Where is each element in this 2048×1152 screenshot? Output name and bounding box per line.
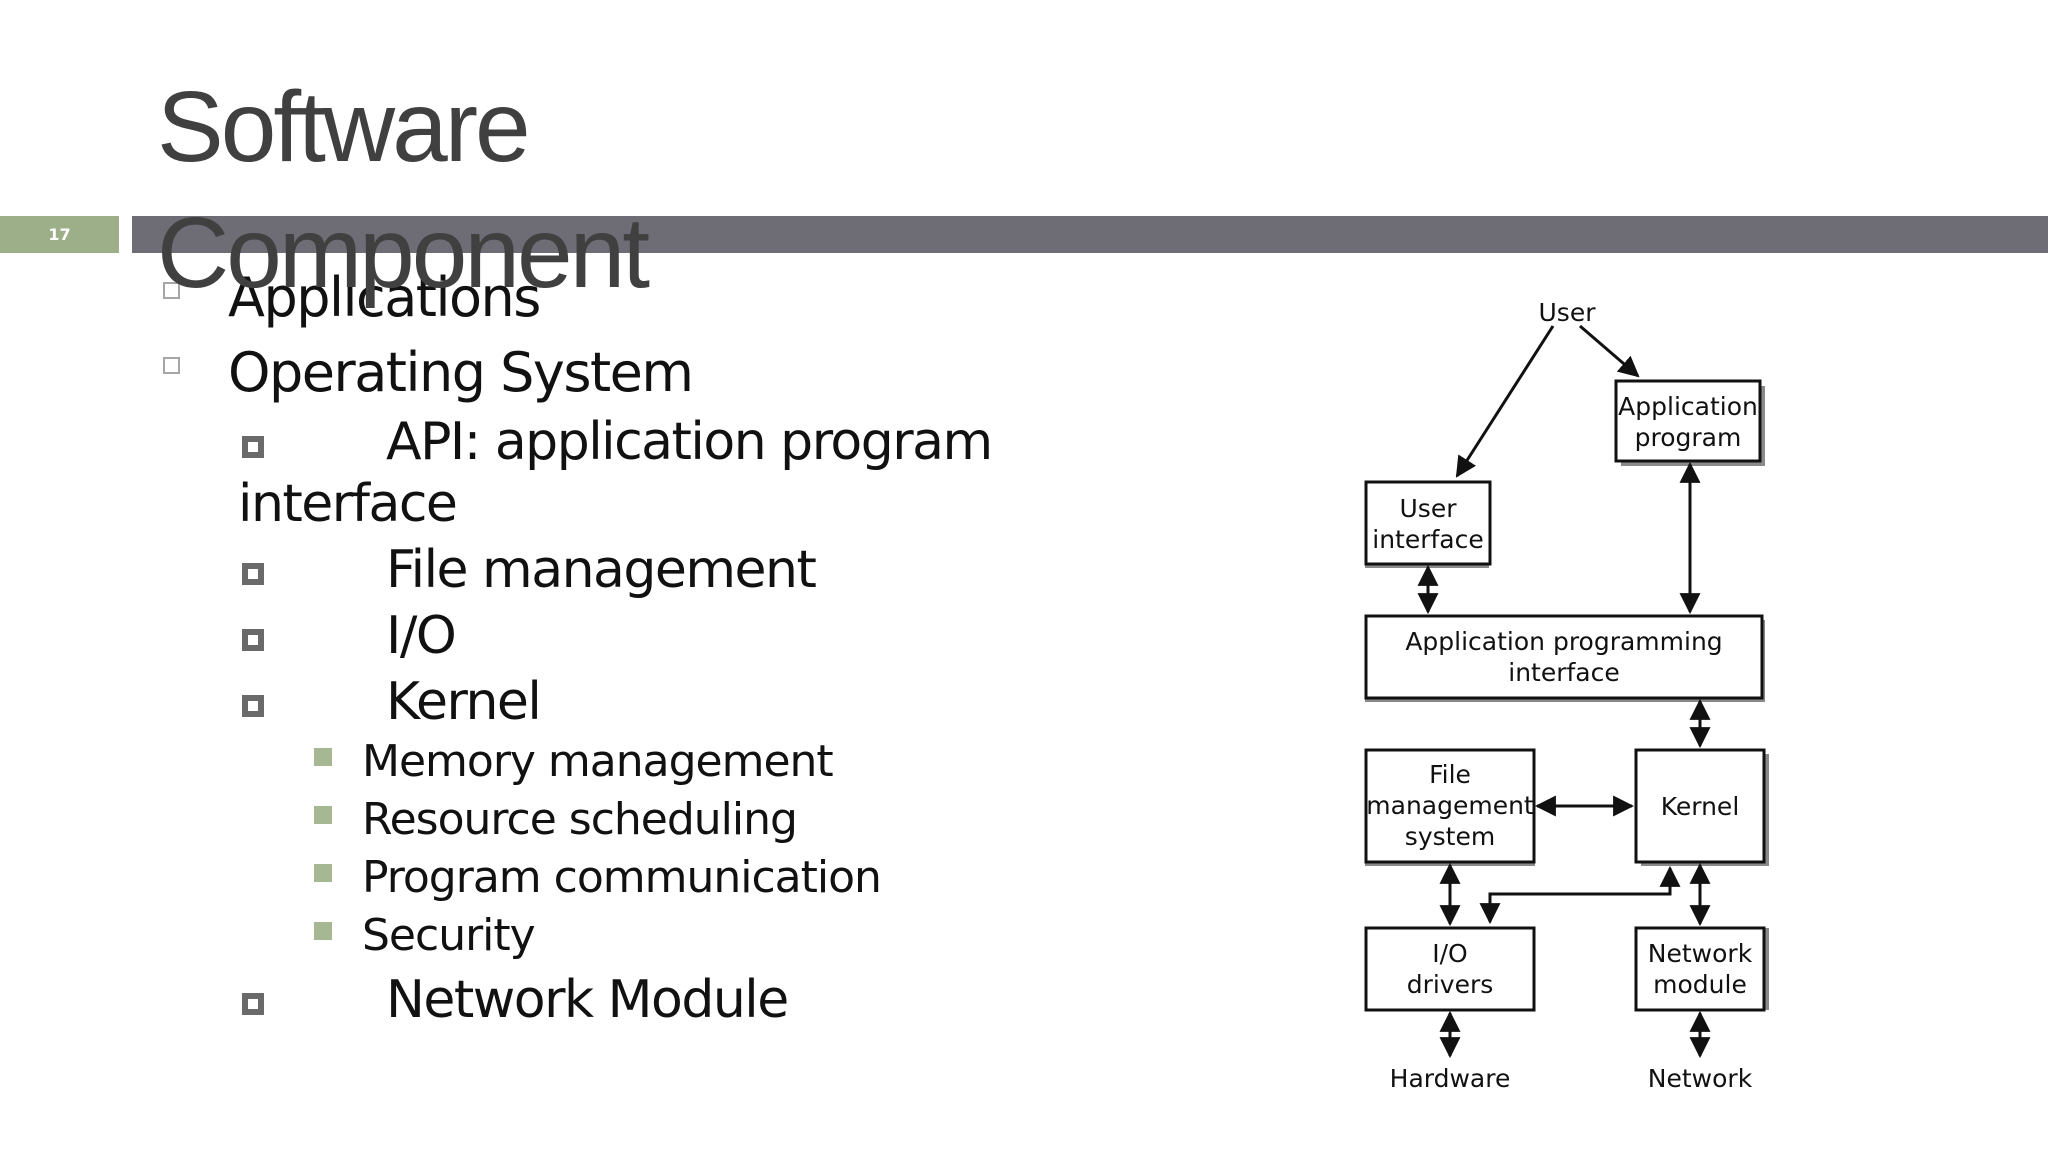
bullet-api-line-2: interface [238, 474, 458, 534]
bullet-program-communication: Program communication [362, 852, 882, 903]
bullet-memory-management: Memory management [362, 736, 834, 787]
io-drivers-box [1364, 926, 1536, 1012]
file-mgmt-box [1364, 748, 1536, 864]
framed-square-bullet-icon [242, 436, 264, 458]
user-interface-box [1364, 480, 1492, 566]
framed-square-bullet-icon [242, 993, 264, 1015]
filled-square-bullet-icon [314, 806, 332, 824]
framed-square-bullet-icon [242, 695, 264, 717]
bullet-kernel: Kernel [386, 672, 542, 732]
diagram-network-label: Network [1648, 1064, 1753, 1093]
network-module-box [1634, 926, 1766, 1012]
app-program-box [1614, 379, 1762, 463]
diagram-user-interface-line-2: interface [1372, 525, 1484, 554]
os-architecture-diagram: User Application program User interface … [1364, 298, 1769, 1093]
filled-square-bullet-icon [314, 748, 332, 766]
filled-square-bullet-icon [314, 922, 332, 940]
slide-number: 17 [48, 225, 71, 244]
header-bar [132, 216, 2048, 253]
diagram-user-label: User [1539, 298, 1597, 327]
bullet-operating-system: Operating System [228, 341, 694, 404]
diagram-file-mgmt-line-3: system [1405, 822, 1495, 851]
diagram-io-drivers-line-1: I/O [1432, 939, 1467, 968]
bullet-applications: Applications [228, 266, 541, 329]
bullet-network-module: Network Module [386, 970, 789, 1030]
slide-number-box: 17 [0, 216, 119, 253]
bullet-list: Applications Operating System API: appli… [163, 266, 993, 1030]
diagram-api-line-1: Application programming [1405, 627, 1722, 656]
kernel-box [1634, 748, 1766, 864]
bullet-security: Security [362, 910, 536, 961]
diagram-network-module-line-2: module [1653, 970, 1747, 999]
arrow-io-kernel [1479, 865, 1681, 925]
diagram-app-program-line-2: program [1635, 423, 1742, 452]
filled-square-bullet-icon [314, 864, 332, 882]
framed-square-bullet-icon [242, 629, 264, 651]
arrow-user-to-app [1579, 324, 1640, 378]
hollow-square-bullet-icon [163, 357, 180, 374]
bullet-io: I/O [386, 606, 457, 666]
framed-square-bullet-icon [242, 563, 264, 585]
api-box [1364, 614, 1764, 700]
slide-title: Software Component [157, 64, 1057, 316]
hollow-square-bullet-icon [163, 282, 180, 299]
arrow-user-to-ui [1455, 325, 1555, 478]
bullet-file-management: File management [386, 540, 817, 600]
diagram-io-drivers-line-2: drivers [1407, 970, 1494, 999]
diagram-file-mgmt-line-2: management [1366, 791, 1534, 820]
bullet-api-line-1: API: application program [386, 412, 993, 472]
diagram-app-program-line-1: Application [1618, 392, 1758, 421]
diagram-api-line-2: interface [1508, 658, 1620, 687]
slide-title-line-1: Software [157, 71, 531, 183]
diagram-kernel-label: Kernel [1661, 792, 1740, 821]
diagram-hardware-label: Hardware [1390, 1064, 1511, 1093]
diagram-user-interface-line-1: User [1400, 494, 1458, 523]
slide-title-line-2: Component [157, 197, 650, 309]
diagram-network-module-line-1: Network [1648, 939, 1753, 968]
diagram-file-mgmt-line-1: File [1429, 760, 1471, 789]
bullet-resource-scheduling: Resource scheduling [362, 794, 798, 845]
